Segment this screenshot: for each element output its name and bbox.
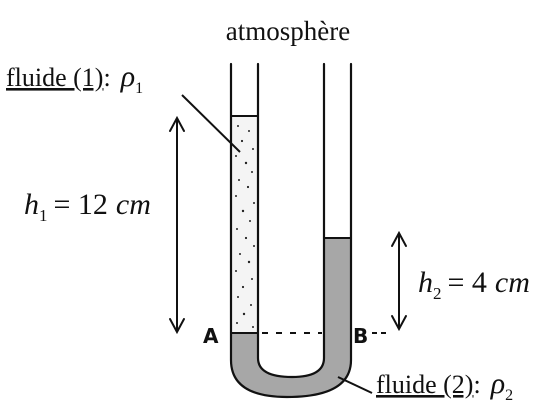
h2-dimension-arrow	[391, 230, 407, 332]
u-tube-outer-wall	[229, 62, 353, 399]
u-tube-inner-wall	[256, 62, 326, 379]
h1-dimension-arrow	[169, 115, 185, 335]
fluid-2-leader-line	[337, 376, 373, 394]
fluid-1-label: fluide (1):ρ1	[6, 60, 143, 97]
fluid-2-region	[231, 238, 351, 397]
svg-text:fluide (2):ρ2: fluide (2):ρ2	[376, 367, 513, 404]
fluid-2-label: fluide (2):ρ2	[376, 367, 513, 404]
svg-text:fluide (1):ρ1: fluide (1):ρ1	[6, 60, 143, 97]
point-a-label: A	[203, 324, 219, 348]
fluid-1-leader-line	[181, 94, 241, 153]
fluid-1-column	[231, 116, 258, 333]
point-b-label: B	[353, 324, 368, 348]
fluid-1-dots	[235, 125, 255, 328]
atmosphere-label: atmosphère	[226, 16, 350, 46]
